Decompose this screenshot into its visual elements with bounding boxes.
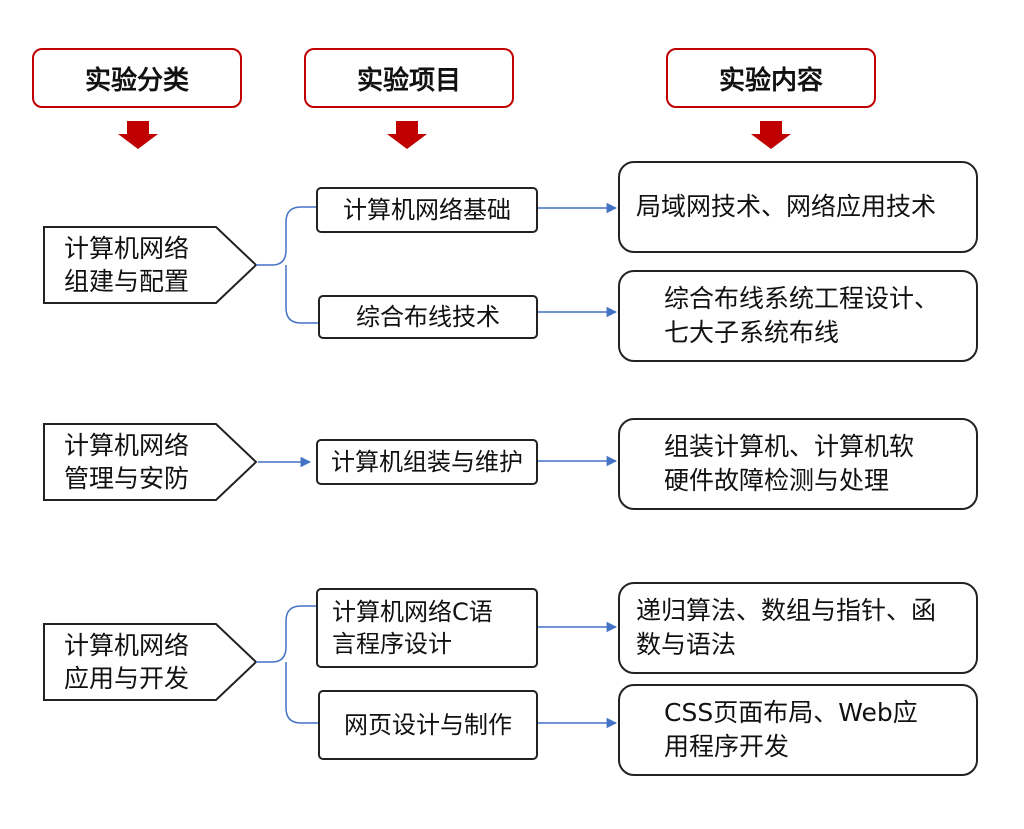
project-web-design: 网页设计与制作 [318, 690, 538, 760]
category-shape-3 [43, 623, 258, 701]
header-project: 实验项目 [304, 48, 514, 108]
category-shape-2 [43, 423, 258, 501]
header-content-label: 实验内容 [718, 65, 823, 96]
content-algorithms: 递归算法、数组与指针、函 数与语法 [618, 582, 978, 674]
project-c-programming: 计算机网络C语 言程序设计 [316, 588, 538, 668]
down-arrow-project [387, 121, 427, 149]
project-assembly: 计算机组装与维护 [316, 439, 538, 485]
content-web: CSS页面布局、Web应 用程序开发 [618, 684, 978, 776]
bracket-1 [256, 206, 318, 324]
project-label: 计算机网络C语 言程序设计 [332, 598, 493, 658]
content-label: 组装计算机、计算机软 硬件故障检测与处理 [664, 432, 915, 495]
content-cabling: 综合布线系统工程设计、 七大子系统布线 [618, 270, 978, 362]
down-arrow-category [118, 121, 158, 149]
content-lan: 局域网技术、网络应用技术 [618, 161, 978, 253]
content-label: 递归算法、数组与指针、函 数与语法 [636, 596, 937, 659]
bracket-3 [256, 605, 318, 724]
content-assembly: 组装计算机、计算机软 硬件故障检测与处理 [618, 418, 978, 510]
project-label: 计算机组装与维护 [331, 448, 523, 476]
category-label-2: 计算机网络 管理与安防 [64, 431, 190, 493]
project-network-basics: 计算机网络基础 [316, 187, 538, 233]
content-label: 局域网技术、网络应用技术 [636, 192, 937, 221]
header-project-label: 实验项目 [356, 65, 461, 96]
content-label: 综合布线系统工程设计、 七大子系统布线 [664, 284, 940, 347]
header-category: 实验分类 [32, 48, 242, 108]
project-label: 综合布线技术 [356, 303, 500, 331]
category-shape-1 [43, 226, 258, 304]
category-label-3: 计算机网络 应用与开发 [64, 631, 190, 693]
header-category-label: 实验分类 [84, 65, 189, 96]
project-label: 网页设计与制作 [344, 711, 512, 739]
project-label: 计算机网络基础 [343, 196, 511, 224]
project-cabling: 综合布线技术 [318, 295, 538, 339]
header-content: 实验内容 [666, 48, 876, 108]
down-arrow-content [751, 121, 791, 149]
content-label: CSS页面布局、Web应 用程序开发 [664, 698, 918, 761]
category-label-1: 计算机网络 组建与配置 [64, 234, 190, 296]
